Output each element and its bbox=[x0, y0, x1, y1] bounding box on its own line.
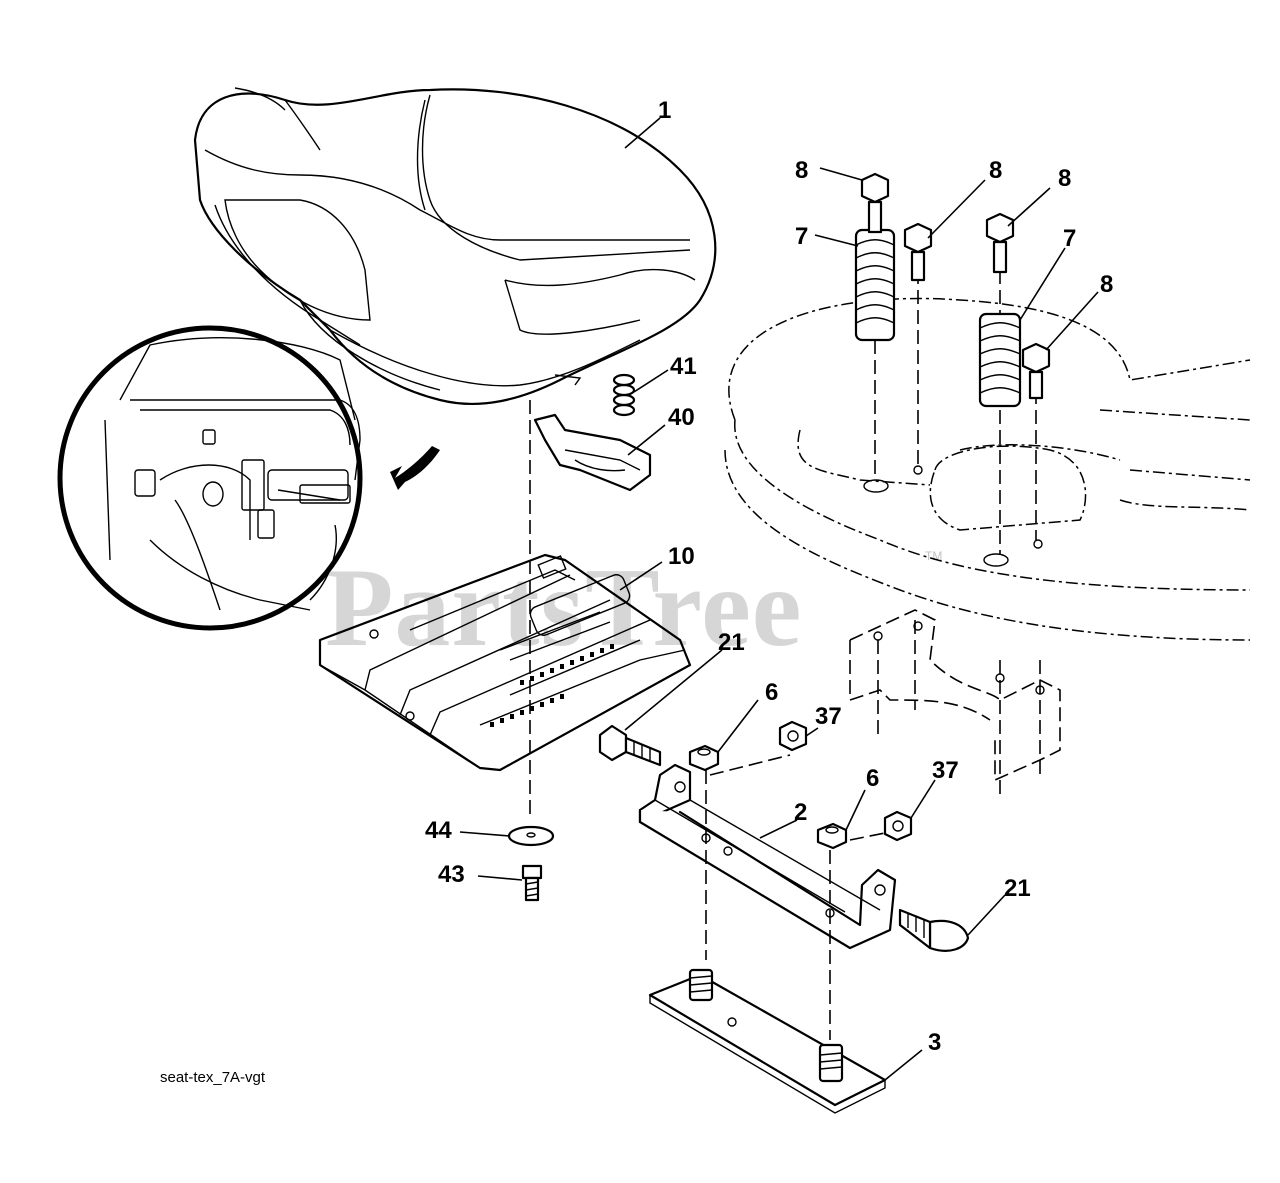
seat bbox=[193, 87, 717, 406]
callout-7: 7 bbox=[795, 223, 808, 250]
bolt-8-a bbox=[860, 172, 890, 234]
callout-6: 6 bbox=[765, 679, 778, 706]
clip-40 bbox=[533, 413, 652, 492]
callout-labels: 1 8 8 8 7 7 8 41 40 10 21 6 37 37 6 2 44… bbox=[425, 97, 1113, 1056]
bracket-2 bbox=[638, 754, 901, 1040]
callout-3: 3 bbox=[928, 1029, 941, 1056]
callout-21: 21 bbox=[1004, 875, 1031, 902]
callout-6: 6 bbox=[866, 765, 879, 792]
callout-21: 21 bbox=[718, 629, 745, 656]
callout-2: 2 bbox=[794, 799, 807, 826]
callout-10: 10 bbox=[668, 543, 695, 570]
spring-7-left bbox=[854, 200, 896, 480]
nut-37-a bbox=[778, 720, 808, 752]
callout-41: 41 bbox=[670, 353, 697, 380]
seat-pan bbox=[318, 553, 692, 772]
detail-magnifier bbox=[57, 325, 440, 631]
leader-lines bbox=[459, 117, 1099, 1081]
nut-6-a bbox=[688, 744, 720, 772]
callout-37: 37 bbox=[932, 757, 959, 784]
callout-7: 7 bbox=[1063, 225, 1076, 252]
svg-text:PartsTree: PartsTree bbox=[325, 546, 803, 670]
bolt-8-c bbox=[985, 212, 1015, 274]
callout-8: 8 bbox=[989, 157, 1002, 184]
callout-8: 8 bbox=[1100, 271, 1113, 298]
callout-43: 43 bbox=[438, 861, 465, 888]
bolt-21-a bbox=[598, 724, 662, 767]
bolt-21-b bbox=[898, 908, 970, 952]
screw-43 bbox=[521, 864, 543, 902]
callout-40: 40 bbox=[668, 404, 695, 431]
callout-8: 8 bbox=[1058, 165, 1071, 192]
nut-37-b bbox=[883, 810, 913, 842]
mower-frame-outline bbox=[724, 297, 1251, 800]
bolt-8-b bbox=[903, 222, 933, 465]
callout-44: 44 bbox=[425, 817, 452, 844]
callout-1: 1 bbox=[658, 97, 671, 124]
svg-text:TM: TM bbox=[925, 549, 942, 563]
diagram-caption: seat-tex_7A-vgt bbox=[160, 1069, 266, 1086]
spring-7-right bbox=[978, 250, 1022, 555]
spring-41 bbox=[612, 373, 636, 417]
washer-44 bbox=[507, 825, 555, 847]
plate-3 bbox=[648, 968, 887, 1114]
callout-8: 8 bbox=[795, 157, 808, 184]
watermark: PartsTree TM bbox=[325, 546, 942, 670]
bolt-8-d bbox=[1021, 342, 1051, 540]
callout-37: 37 bbox=[815, 703, 842, 730]
nut-6-b bbox=[816, 822, 848, 850]
